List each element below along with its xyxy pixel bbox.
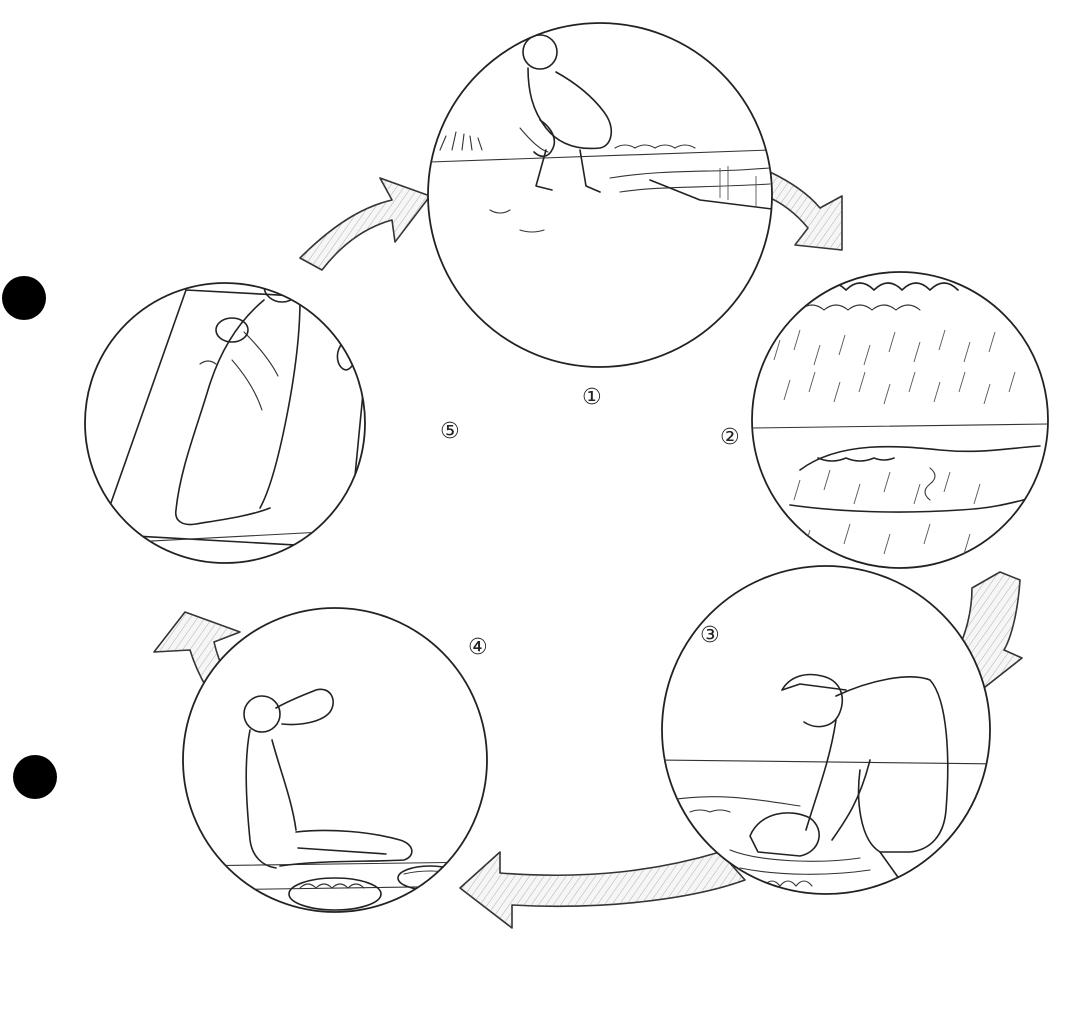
step-label-1: ①: [582, 385, 602, 410]
bullet-bottom: [13, 755, 57, 799]
scene-5-circle: [85, 270, 372, 563]
scene-1-circle: [428, 23, 780, 367]
arrow-5-to-1: [300, 178, 430, 270]
scene-2-circle: [752, 272, 1048, 568]
step-label-5: ⑤: [440, 419, 460, 444]
scene-4-circle: [183, 608, 487, 916]
step-label-4: ④: [468, 635, 488, 660]
arrow-3-to-4: [460, 852, 745, 928]
step-label-2: ②: [720, 425, 740, 450]
arrow-1-to-2: [766, 172, 842, 250]
step-label-3: ③: [700, 623, 720, 648]
bullet-top: [2, 276, 46, 320]
scene-3-circle: [660, 566, 1000, 894]
